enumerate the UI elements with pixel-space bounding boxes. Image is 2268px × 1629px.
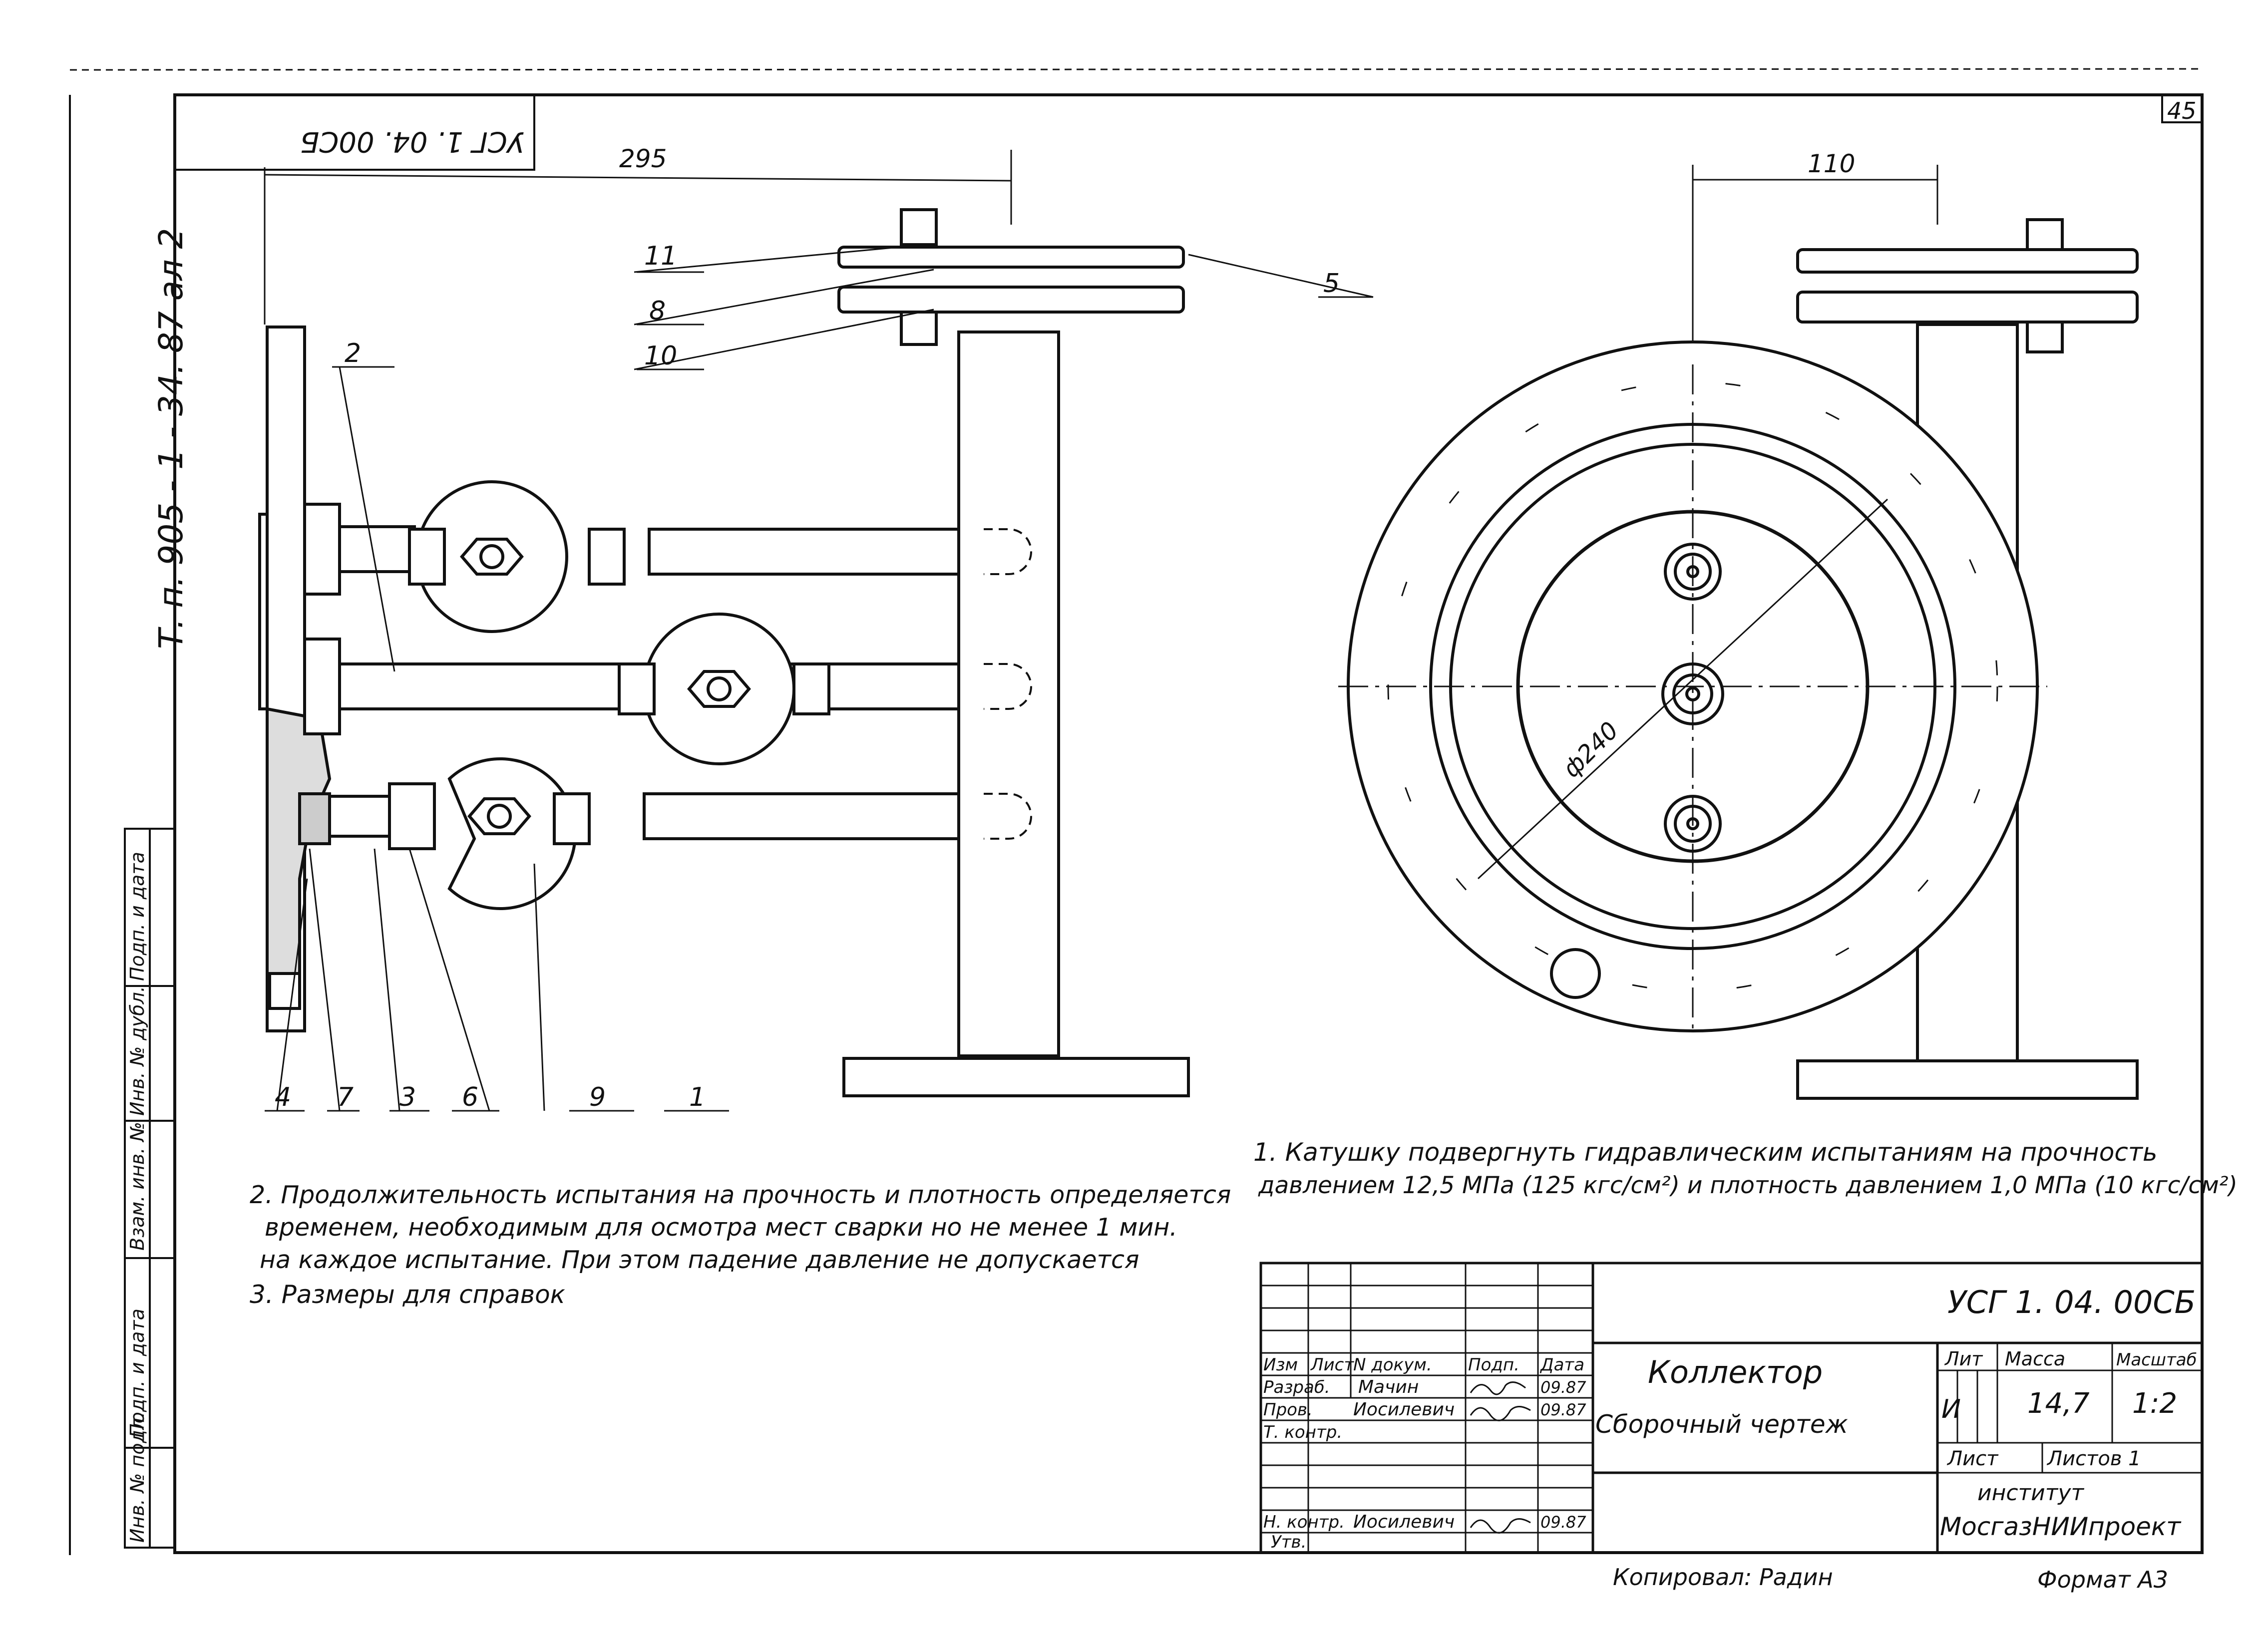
person-razrab: Мачин <box>1358 1377 1419 1397</box>
callout-10: 10 <box>644 341 677 371</box>
strip-label-inv-podl: Инв. № подл. <box>126 1412 148 1543</box>
drawing-frame <box>69 68 2204 1555</box>
date-razrab: 09.87 <box>1540 1378 1586 1397</box>
page-number: 45 <box>2167 97 2197 124</box>
callout-9: 9 <box>589 1082 606 1112</box>
front-view <box>1338 165 2139 1100</box>
title-doc-code: УСГ 1. 04. 00СБ <box>1947 1284 2196 1320</box>
scale-label: Масштаб <box>2116 1350 2197 1370</box>
callout-5: 5 <box>1323 269 1340 299</box>
dim-overall-length: 295 <box>619 144 667 173</box>
callout-1: 1 <box>689 1082 706 1112</box>
top-stamp: УСГ 1. 04. 00СБ <box>300 125 524 158</box>
role-tkontr: Т. контр. <box>1263 1422 1342 1442</box>
person-prov: Иосилевич <box>1353 1399 1455 1420</box>
note-2-line-3: на каждое испытание. При этом падение да… <box>260 1246 1139 1274</box>
side-code: Т. п. 905 - 1 - 34. 87 ал 2 <box>152 228 190 649</box>
org-line-1: институт <box>1977 1480 2084 1506</box>
role-prov: Пров. <box>1263 1400 1313 1420</box>
mass-value: 14,7 <box>2027 1387 2090 1420</box>
title-doc-type: Сборочный чертеж <box>1595 1410 1848 1439</box>
dim-offset: 110 <box>1808 149 1855 178</box>
sheet-label: Лист <box>1946 1447 1999 1470</box>
strip-label-vzam-inv: Взам. инв. № <box>126 1122 148 1251</box>
mass-label: Масса <box>2005 1348 2065 1370</box>
org-line-2: МосгазНИИпроект <box>1940 1512 2182 1541</box>
leader-lines <box>265 246 1374 1112</box>
role-nkontr: Н. контр. <box>1263 1512 1345 1532</box>
note-2-line-2: временем, необходимым для осмотра мест с… <box>265 1213 1177 1242</box>
col-podp: Подп. <box>1468 1355 1519 1375</box>
note-1-line-2: давлением 12,5 МПа (125 кгс/см²) и плотн… <box>1258 1172 2238 1199</box>
title-name: Коллектор <box>1648 1354 1823 1390</box>
callout-7: 7 <box>337 1082 354 1112</box>
top-stamp-box: УСГ 1. 04. 00СБ <box>174 94 535 171</box>
note-1-line-1: 1. Катушку подвергнуть гидравлическим ис… <box>1253 1138 2157 1167</box>
side-view <box>258 150 1190 1097</box>
lit-value: И <box>1941 1394 1961 1424</box>
callout-3: 3 <box>399 1082 416 1112</box>
callout-4: 4 <box>275 1082 291 1112</box>
date-nkontr: 09.87 <box>1540 1513 1586 1532</box>
col-izm: Изм <box>1263 1355 1298 1375</box>
callout-6: 6 <box>462 1082 478 1112</box>
role-utv: Утв. <box>1271 1532 1306 1552</box>
callout-8: 8 <box>649 296 666 326</box>
person-nkontr: Иосилевич <box>1353 1512 1455 1532</box>
notes: 1. Катушку подвергнуть гидравлическим ис… <box>250 1138 2238 1309</box>
callout-2: 2 <box>345 338 361 368</box>
lit-label: Лит <box>1944 1348 1983 1370</box>
format-label: Формат А3 <box>2037 1566 2168 1593</box>
strip-label-inv-dubl: Инв. № дубл. <box>126 986 148 1116</box>
callout-11: 11 <box>644 241 677 271</box>
col-list: Лист <box>1310 1355 1354 1375</box>
date-prov: 09.87 <box>1540 1400 1586 1419</box>
strip-label-podp-data-1: Подп. и дата <box>126 1308 148 1438</box>
title-block <box>1259 1262 2204 1554</box>
role-razrab: Разраб. <box>1263 1377 1330 1397</box>
left-approval-strip <box>124 828 176 1549</box>
note-3: 3. Размеры для справок <box>250 1280 565 1309</box>
copied-by: Копировал: Радин <box>1613 1564 1833 1591</box>
signatures <box>1470 1381 1531 1534</box>
sheets-label: Листов 1 <box>2046 1447 2141 1470</box>
scale-value: 1:2 <box>2132 1387 2177 1420</box>
col-ndoc: N докум. <box>1353 1355 1432 1375</box>
col-data: Дата <box>1539 1355 1584 1375</box>
strip-label-podp-data-2: Подп. и дата <box>126 852 148 981</box>
note-2-line-1: 2. Продолжительность испытания на прочно… <box>250 1181 1231 1209</box>
